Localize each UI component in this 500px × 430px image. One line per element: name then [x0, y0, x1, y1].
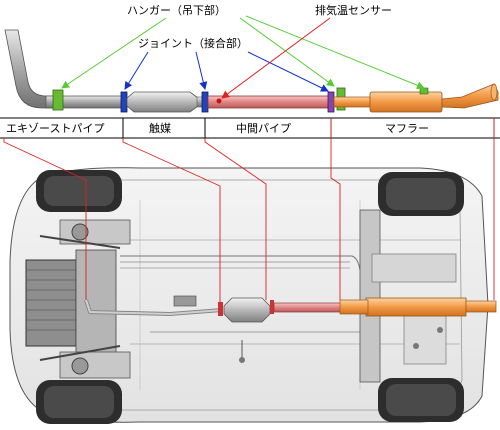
middle-pipe [207, 95, 331, 109]
catalyst-body [126, 91, 199, 113]
section-label-catalyst: 触媒 [149, 121, 171, 135]
tailpipe [441, 83, 499, 109]
car-underbody [9, 167, 489, 424]
section-label-muffler: マフラー [385, 122, 429, 135]
exhaust-temp-sensor [216, 98, 222, 104]
section-label-exhaust-pipe: エキゾーストパイプ [6, 122, 104, 135]
hanger-label: ハンガー（吊下部） [127, 3, 226, 17]
exhaust-schematic [4, 29, 499, 113]
joint-ring [327, 91, 335, 113]
hanger-block [52, 89, 64, 111]
underbody-exhaust [84, 297, 497, 323]
tailpipe-tip [490, 83, 498, 101]
rear-axle [359, 209, 381, 383]
underbody-muffler [365, 297, 467, 317]
muffler-inlet-pipe [333, 96, 373, 108]
engine-block [25, 259, 77, 347]
underbody-catalyst [223, 297, 271, 323]
joint-arrows [124, 51, 329, 92]
joint-ring [201, 91, 209, 113]
joint-label: ジョイント（接合部） [138, 36, 248, 50]
sensor-label: 排気温センサー [315, 3, 392, 17]
section-label-middle-pipe: 中間パイプ [236, 122, 291, 135]
joint-ring [120, 91, 128, 113]
sensor-arrow [221, 17, 331, 99]
leader-lines [3, 118, 495, 302]
muffler-body [369, 91, 443, 113]
hanger-arrows [61, 15, 425, 90]
hanger-block [419, 87, 429, 95]
